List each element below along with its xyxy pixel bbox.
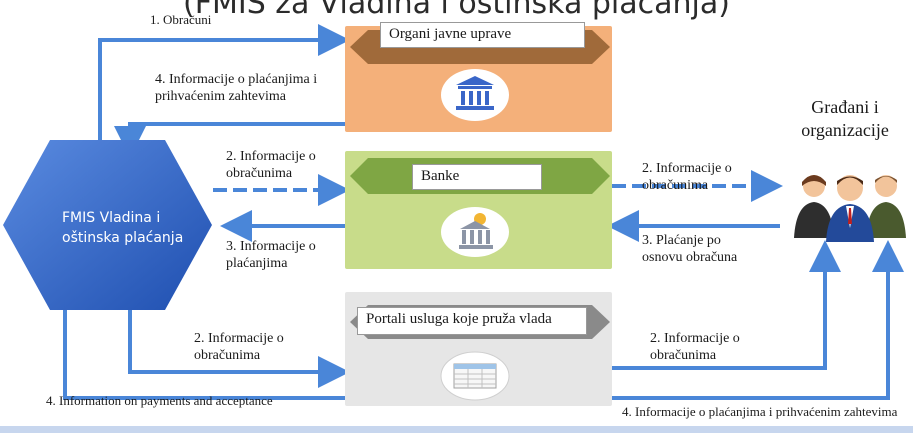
label-info-obracunima-banke-left: 2. Informacije o obračunima [226, 149, 316, 181]
arrow-obracuni [98, 24, 350, 140]
citizens-title: Građani i organizacije [801, 97, 889, 140]
organi-label: Organi javne uprave [380, 22, 585, 48]
label-placanje-po-obracuna: 3. Plaćanje po osnovu obračuna [642, 233, 738, 265]
bank-building-icon [441, 69, 509, 121]
label-info-obracunima-portal-left: 2. Informacije o obračunima [194, 331, 284, 363]
label-obracuni: 1. Obračuni [150, 12, 212, 27]
label-info-obracunima-portal-right: 2. Informacije o obračunima [650, 331, 740, 363]
label-info-placanja-top: 4. Informacije o plaćanjima i prihvaćeni… [155, 72, 318, 104]
people-group-icon [794, 175, 906, 242]
fmis-label: FMIS Vladina i oštinska plaćanja [62, 210, 184, 246]
portal-table-icon [440, 351, 510, 401]
bank-coin-icon [441, 207, 509, 257]
arrow-bottom-to-citizens [612, 240, 904, 400]
label-info-placanjima-banke: 3. Informacije o plaćanjima [226, 239, 316, 271]
label-info-obracunima-banke-right: 2. Informacije o obračunima [642, 161, 732, 193]
label-information-on-payments: 4. Information on payments and acceptanc… [46, 393, 273, 408]
fmis-hexagon [3, 140, 212, 310]
portali-label: Portali usluga koje pruža vlada [357, 307, 587, 335]
diagram-title: (FMIS za Vladina i oštinska plaćanja) [183, 0, 730, 21]
arrow-portal-to-citizens [612, 240, 841, 370]
banke-label: Banke [412, 164, 542, 190]
label-info-placanjima-bottom: 4. Informacije o plaćanjima i prihvaćeni… [622, 404, 898, 419]
